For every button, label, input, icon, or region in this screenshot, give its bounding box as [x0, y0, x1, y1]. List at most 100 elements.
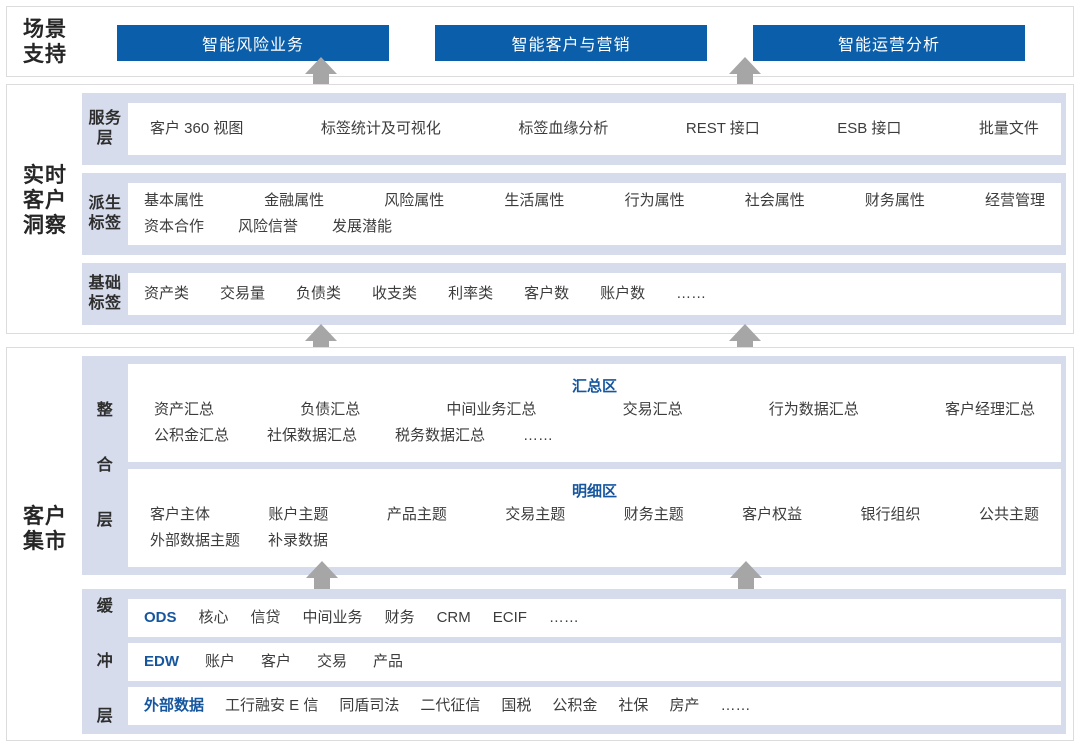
detail-item[interactable]: 银行组织: [860, 506, 921, 523]
buffer-item[interactable]: 财务: [384, 608, 415, 626]
layer-buffer-label: 缓 冲 层: [96, 598, 114, 725]
detail-item[interactable]: 公共主题: [978, 506, 1039, 523]
service-item[interactable]: ESB 接口: [837, 120, 902, 137]
scene-support-group-label: 场景 支持: [23, 18, 67, 66]
summary-item[interactable]: 行为数据汇总: [768, 401, 859, 418]
layer-service-box: 客户 360 视图 标签统计及可视化 标签血缘分析 REST 接口 ESB 接口…: [128, 103, 1061, 155]
buffer-item[interactable]: 国税: [501, 696, 532, 714]
summary-ellipsis: ……: [523, 427, 554, 444]
derived-tag-item[interactable]: 经营管理: [984, 192, 1045, 209]
scene-button-customer-marketing[interactable]: 智能客户与营销: [435, 25, 707, 61]
derived-tag-item[interactable]: 基本属性: [144, 192, 205, 209]
buffer-lead-ods[interactable]: ODS: [144, 608, 177, 626]
service-item[interactable]: 标签血缘分析: [518, 120, 609, 137]
derived-tag-item[interactable]: 行为属性: [624, 192, 685, 209]
summary-item[interactable]: 交易汇总: [622, 401, 683, 418]
customer-mart-panel: 客户 集市 整 合 层 汇总区 资产汇总 负债汇总 中间业务汇总 交易汇总 行为…: [6, 347, 1074, 741]
basic-tag-item[interactable]: 资产类: [144, 285, 190, 302]
buffer-item[interactable]: 产品: [373, 652, 404, 670]
summary-item[interactable]: 税务数据汇总: [395, 427, 486, 444]
buffer-item[interactable]: 社保: [618, 696, 649, 714]
summary-item[interactable]: 社保数据汇总: [267, 427, 358, 444]
zone-detail-title: 明细区: [571, 483, 617, 500]
basic-tag-item[interactable]: 交易量: [220, 285, 266, 302]
detail-item[interactable]: 产品主题: [386, 506, 447, 523]
derived-tag-item[interactable]: 财务属性: [864, 192, 925, 209]
buffer-item[interactable]: ECIF: [492, 608, 527, 626]
summary-item[interactable]: 负债汇总: [300, 401, 361, 418]
basic-tag-item[interactable]: 收支类: [372, 285, 418, 302]
arrow-up-icon: [302, 55, 340, 91]
basic-tag-item[interactable]: 利率类: [448, 285, 494, 302]
buffer-row-external-box: 外部数据 工行融安 E 信 同盾司法 二代征信 国税 公积金 社保 房产 ……: [128, 686, 1061, 725]
summary-item[interactable]: 中间业务汇总: [446, 401, 537, 418]
detail-item[interactable]: 补录数据: [268, 532, 329, 549]
detail-item[interactable]: 交易主题: [505, 506, 566, 523]
layer-service-label: 服务 层: [88, 110, 122, 147]
buffer-item[interactable]: 账户: [205, 652, 236, 670]
basic-tag-row: 资产类 交易量 负债类 收支类 利率类 客户数 账户数 ……: [144, 281, 1045, 307]
layer-derived-tags-label: 派生 标签: [88, 195, 122, 232]
derived-tag-item[interactable]: 金融属性: [264, 192, 325, 209]
derived-tag-item[interactable]: 风险属性: [384, 192, 445, 209]
detail-item[interactable]: 账户主题: [268, 506, 329, 523]
layer-integration-label: 整 合 层: [96, 402, 114, 529]
buffer-ellipsis: ……: [548, 608, 579, 626]
buffer-lead-edw[interactable]: EDW: [144, 652, 179, 670]
basic-tag-item[interactable]: 客户数: [524, 285, 570, 302]
zone-detail: 明细区 客户主体 账户主题 产品主题 交易主题 财务主题 客户权益 银行组织 公…: [128, 469, 1061, 567]
buffer-item[interactable]: 核心: [198, 608, 229, 626]
buffer-item[interactable]: 信贷: [250, 608, 281, 626]
service-item[interactable]: REST 接口: [685, 120, 760, 137]
scene-button-operation-analysis[interactable]: 智能运营分析: [753, 25, 1025, 61]
detail-item[interactable]: 客户权益: [742, 506, 803, 523]
scene-button-risk[interactable]: 智能风险业务: [117, 25, 389, 61]
summary-row: 资产汇总 负债汇总 中间业务汇总 交易汇总 行为数据汇总 客户经理汇总: [144, 397, 1045, 423]
layer-basic-tags-label: 基础 标签: [88, 275, 122, 312]
service-item[interactable]: 标签统计及可视化: [320, 120, 441, 137]
derived-tag-item[interactable]: 风险信誉: [238, 218, 299, 235]
buffer-lead-external[interactable]: 外部数据: [144, 696, 205, 714]
service-item[interactable]: 客户 360 视图: [150, 120, 244, 137]
detail-item[interactable]: 客户主体: [150, 506, 211, 523]
buffer-item[interactable]: 中间业务: [302, 608, 363, 626]
buffer-row-edw-box: EDW 账户 客户 交易 产品: [128, 642, 1061, 681]
detail-item[interactable]: 外部数据主题: [150, 532, 241, 549]
buffer-row-ods-box: ODS 核心 信贷 中间业务 财务 CRM ECIF ……: [128, 598, 1061, 637]
arrow-up-icon: [303, 559, 341, 595]
customer-mart-group-label: 客户 集市: [23, 505, 67, 553]
service-item[interactable]: 批量文件: [978, 120, 1039, 137]
derived-tag-item[interactable]: 社会属性: [744, 192, 805, 209]
derived-tag-item[interactable]: 发展潜能: [332, 218, 393, 235]
layer-basic-tags-box: 资产类 交易量 负债类 收支类 利率类 客户数 账户数 ……: [128, 273, 1061, 315]
buffer-item[interactable]: 交易: [317, 652, 348, 670]
derived-tag-row: 资本合作 风险信誉 发展潜能: [144, 214, 1045, 240]
buffer-item[interactable]: 工行融安 E 信: [225, 696, 319, 714]
arrow-up-icon: [726, 55, 764, 91]
derived-tag-row: 基本属性 金融属性 风险属性 生活属性 行为属性 社会属性 财务属性 经营管理: [144, 188, 1045, 214]
buffer-item[interactable]: 房产: [669, 696, 700, 714]
buffer-item[interactable]: 客户: [261, 652, 292, 670]
basic-tag-item[interactable]: 负债类: [296, 285, 342, 302]
service-item-row: 客户 360 视图 标签统计及可视化 标签血缘分析 REST 接口 ESB 接口…: [150, 116, 1039, 142]
derived-tag-item[interactable]: 资本合作: [144, 218, 205, 235]
detail-row: 客户主体 账户主题 产品主题 交易主题 财务主题 客户权益 银行组织 公共主题: [144, 502, 1045, 528]
buffer-item[interactable]: 二代征信: [420, 696, 481, 714]
buffer-item[interactable]: CRM: [436, 608, 471, 626]
buffer-item[interactable]: 同盾司法: [339, 696, 400, 714]
realtime-insight-panel: 实时 客户 洞察 服务 层 客户 360 视图 标签统计及可视化 标签血缘分析 …: [6, 84, 1074, 334]
summary-item[interactable]: 公积金汇总: [154, 427, 230, 444]
derived-tag-item[interactable]: 生活属性: [504, 192, 565, 209]
buffer-row-ods: ODS 核心 信贷 中间业务 财务 CRM ECIF ……: [144, 605, 1045, 631]
buffer-item[interactable]: 公积金: [552, 696, 598, 714]
layer-derived-tags: 派生 标签 基本属性 金融属性 风险属性 生活属性 行为属性 社会属性 财务属性…: [82, 173, 1066, 255]
summary-item[interactable]: 资产汇总: [154, 401, 215, 418]
summary-item[interactable]: 客户经理汇总: [944, 401, 1035, 418]
zone-summary: 汇总区 资产汇总 负债汇总 中间业务汇总 交易汇总 行为数据汇总 客户经理汇总 …: [128, 364, 1061, 462]
arrow-up-icon: [727, 559, 765, 595]
layer-integration: 整 合 层 汇总区 资产汇总 负债汇总 中间业务汇总 交易汇总 行为数据汇总 客…: [82, 356, 1066, 575]
buffer-row-external: 外部数据 工行融安 E 信 同盾司法 二代征信 国税 公积金 社保 房产 ……: [144, 693, 1045, 719]
realtime-insight-group-label: 实时 客户 洞察: [23, 164, 67, 237]
detail-item[interactable]: 财务主题: [623, 506, 684, 523]
basic-tag-item[interactable]: 账户数: [600, 285, 646, 302]
